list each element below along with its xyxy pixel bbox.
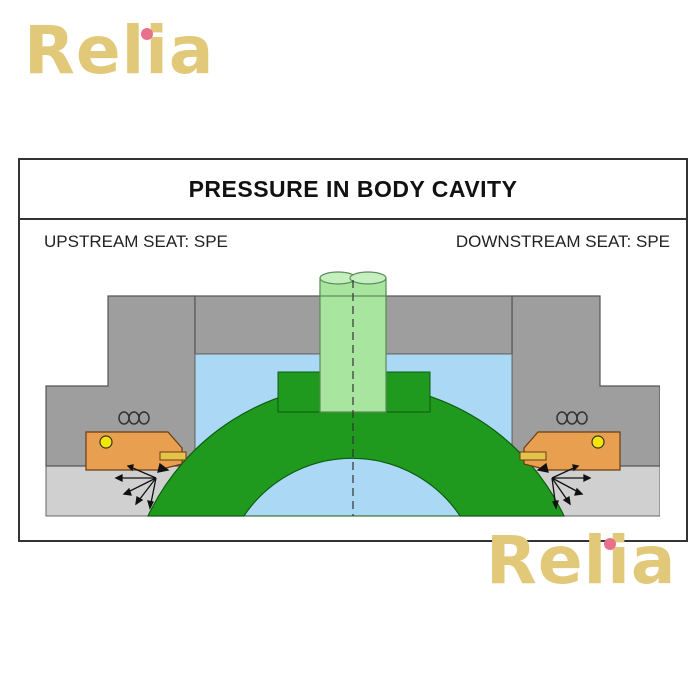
logo-text: Relia xyxy=(486,522,677,599)
upstream-seat-insert xyxy=(159,451,187,461)
relia-logo-top: Relia xyxy=(24,12,214,89)
logo-dot-icon xyxy=(141,28,153,40)
stem-cap-right xyxy=(349,271,387,285)
downstream-spring-icon xyxy=(556,411,588,425)
ball-bore xyxy=(243,457,461,517)
upstream-spring-icon xyxy=(118,411,150,425)
downstream-pressure-arrows xyxy=(536,462,592,510)
upstream-pressure-arrows xyxy=(114,462,170,510)
downstream-oring-icon xyxy=(591,435,605,449)
downstream-seat-insert xyxy=(519,451,547,461)
diagram-title: PRESSURE IN BODY CAVITY xyxy=(188,175,518,202)
relia-logo-bottom: Relia xyxy=(486,522,676,599)
downstream-seat-label: DOWNSTREAM SEAT: SPE xyxy=(455,232,670,251)
logo-dot-icon xyxy=(604,538,616,550)
title-bar: PRESSURE IN BODY CAVITY xyxy=(20,160,686,220)
downstream-seat xyxy=(523,431,621,471)
upstream-seat-label: UPSTREAM SEAT: SPE xyxy=(44,232,228,251)
seat-labels-row: UPSTREAM SEAT: SPE DOWNSTREAM SEAT: SPE xyxy=(20,220,686,264)
logo-text: Relia xyxy=(24,12,215,89)
upstream-oring-icon xyxy=(99,435,113,449)
upstream-seat xyxy=(85,431,183,471)
